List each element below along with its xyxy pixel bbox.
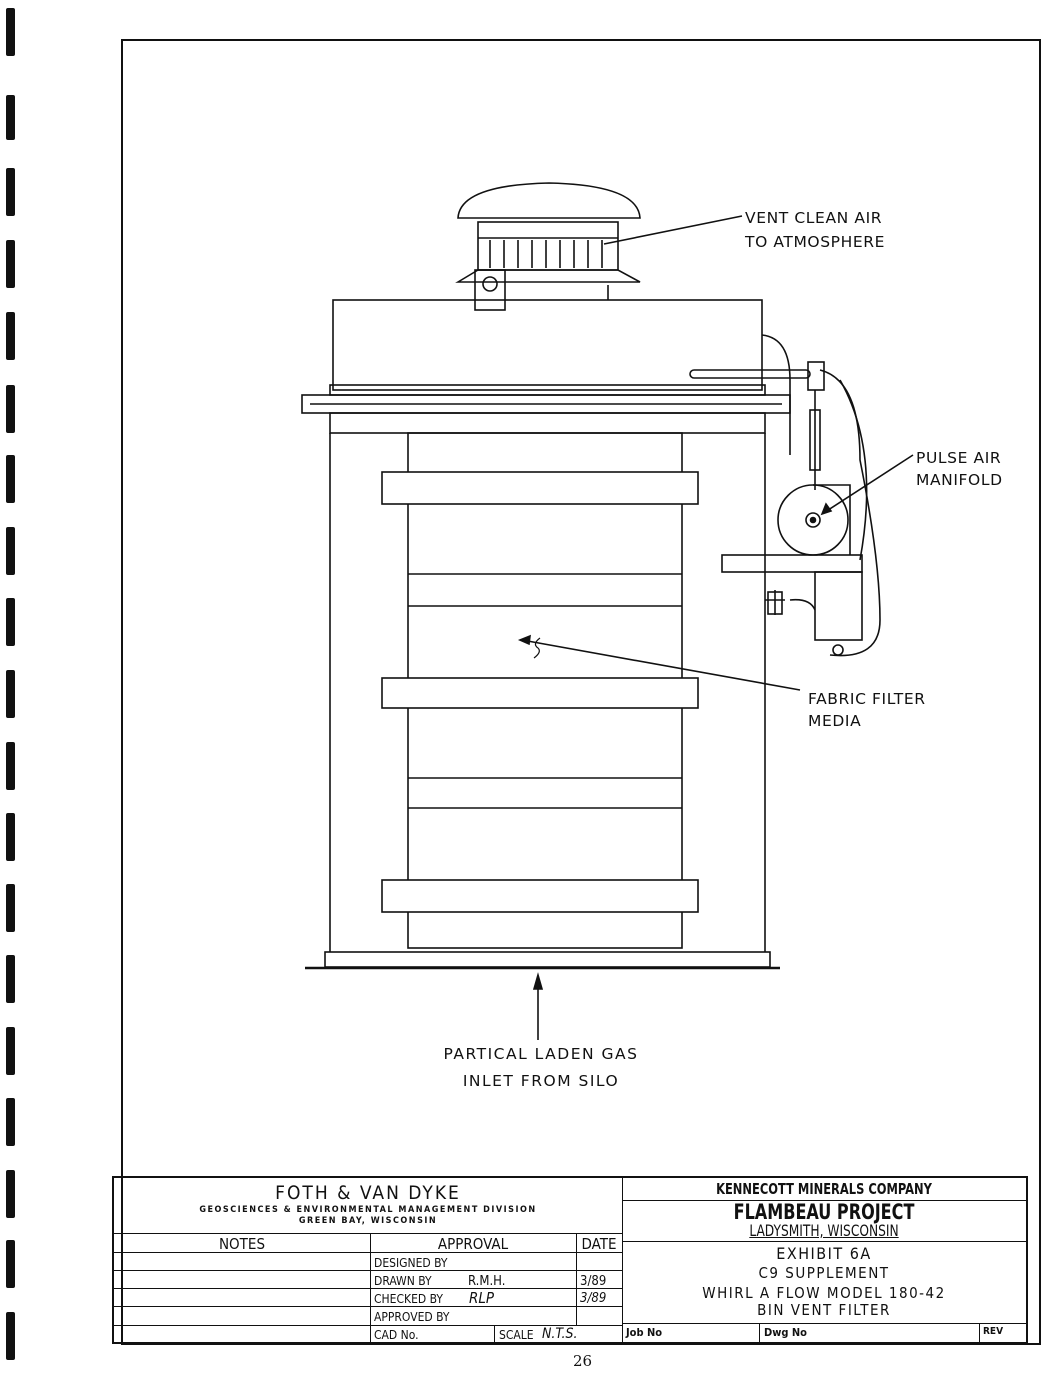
vent-cap (455, 182, 641, 311)
scale-label: SCALE (499, 1328, 534, 1342)
approval-header: APPROVAL (437, 1235, 509, 1253)
pulse-air-manifold (689, 334, 881, 657)
designed-by-label: DESIGNED BY (374, 1256, 448, 1270)
cad-no-label: CAD No. (374, 1328, 419, 1342)
fabric-label-line1: FABRIC FILTER (808, 690, 926, 708)
drawn-date: 3/89 (580, 1274, 607, 1289)
fabric-label-line2: MEDIA (808, 712, 861, 730)
job-no-label: Job No (626, 1326, 663, 1339)
page-number: 26 (573, 1352, 593, 1370)
project-name: FLAMBEAU PROJECT (733, 1200, 915, 1224)
vent-label-line2: TO ATMOSPHERE (744, 233, 885, 251)
project-location: LADYSMITH, WISCONSIN (749, 1221, 899, 1240)
model-label: WHIRL A FLOW MODEL 180-42 (702, 1284, 946, 1302)
fabric-leader-line (521, 639, 801, 691)
date-header: DATE (581, 1235, 617, 1253)
flange (301, 384, 791, 434)
item-label: BIN VENT FILTER (757, 1301, 891, 1319)
firm-name: FOTH & VAN DYKE (275, 1182, 461, 1204)
inlet-label-line2: INLET FROM SILO (463, 1072, 619, 1090)
inlet-label-line1: PARTICAL LADEN GAS (444, 1045, 639, 1063)
notes-header: NOTES (218, 1235, 266, 1253)
client-name: KENNECOTT MINERALS COMPANY (716, 1180, 932, 1198)
pulse-label-line2: MANIFOLD (916, 471, 1003, 489)
firm-location: GREEN BAY, WISCONSIN (298, 1216, 438, 1226)
housing-top (332, 299, 763, 391)
supplement-label: C9 SUPPLEMENT (758, 1264, 890, 1282)
dwg-no-label: Dwg No (764, 1326, 807, 1339)
firm-division: GEOSCIENCES & ENVIRONMENTAL MANAGEMENT D… (199, 1205, 537, 1215)
checked-date: 3/89 (580, 1291, 607, 1306)
checked-by-value: RLP (469, 1289, 495, 1307)
pulse-label-line1: PULSE AIR (916, 449, 1001, 467)
drawn-by-label: DRAWN BY (374, 1274, 432, 1288)
pulse-leader-line (821, 454, 914, 515)
drawn-by-value: R.M.H. (468, 1274, 506, 1289)
scale-value: N.T.S. (542, 1326, 578, 1342)
exhibit-number: EXHIBIT 6A (776, 1244, 872, 1263)
filter-body (305, 432, 780, 970)
sheet-border (121, 39, 1041, 1345)
vent-label-line1: VENT CLEAN AIR (745, 209, 882, 227)
checked-by-label: CHECKED BY (374, 1292, 444, 1306)
approved-by-label: APPROVED BY (374, 1310, 450, 1324)
rev-label: REV (983, 1326, 1004, 1337)
title-block: FOTH & VAN DYKE GEOSCIENCES & ENVIRONMEN… (112, 1176, 1028, 1344)
vent-leader-line (603, 215, 743, 245)
